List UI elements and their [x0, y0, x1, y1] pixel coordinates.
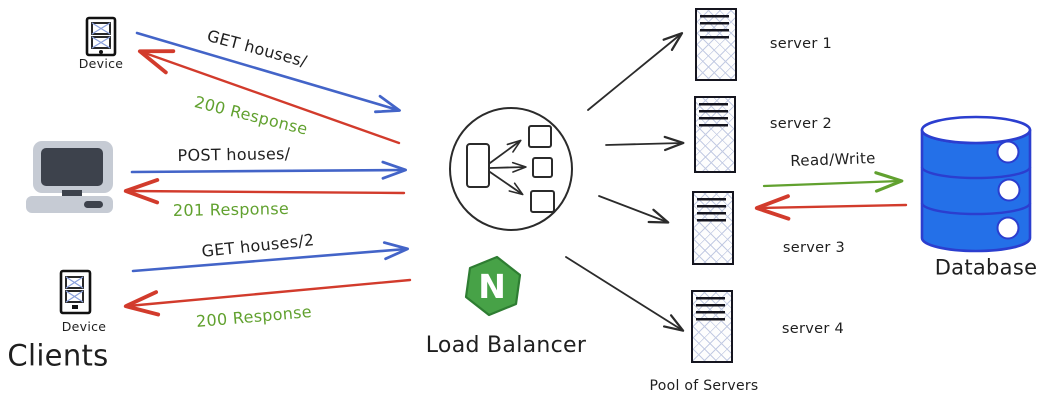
server-vents	[699, 103, 728, 128]
arrow-lb-to-server-1	[587, 32, 684, 111]
arrow-post-houses-request	[130, 160, 408, 180]
server-icon	[691, 290, 733, 363]
arrow-get-houses-2-request	[131, 241, 410, 273]
database-icon	[920, 115, 1032, 253]
load-balancer-label: Load Balancer	[425, 333, 587, 358]
server-icon	[695, 8, 737, 81]
server-1-label: server 1	[769, 35, 833, 52]
arrow-200-response-bottom	[123, 278, 412, 317]
clients-section-label: Clients	[7, 338, 109, 373]
arrow-lb-to-server-3	[598, 195, 670, 224]
nginx-logo-letter: N	[478, 267, 506, 306]
device-icon	[59, 269, 92, 315]
server-4-label: server 4	[781, 320, 845, 337]
server-icon	[694, 96, 736, 173]
device-label-bottom: Device	[61, 318, 107, 334]
device-label-top: Device	[78, 55, 124, 71]
request-label-post-houses: POST houses/	[177, 144, 291, 165]
arrow-201-response	[123, 178, 406, 205]
read-write-label: Read/Write	[790, 149, 876, 170]
server-vents	[700, 15, 729, 40]
arrow-200-response-top	[137, 49, 401, 145]
server-3-label: server 3	[782, 239, 846, 256]
database-label: Database	[934, 255, 1038, 280]
load-balancer-icon	[449, 107, 573, 231]
nginx-logo-icon: N	[464, 255, 522, 317]
server-vents	[697, 198, 726, 223]
arrow-read-write	[762, 171, 904, 193]
arrow-db-response	[754, 194, 908, 221]
arrow-lb-to-server-4	[565, 256, 685, 332]
arrow-lb-to-server-2	[605, 135, 685, 152]
server-vents	[696, 297, 725, 322]
device-icon	[85, 16, 117, 57]
server-icon	[692, 191, 734, 265]
server-2-label: server 2	[769, 115, 833, 132]
response-label-201: 201 Response	[172, 198, 290, 221]
pool-of-servers-label: Pool of Servers	[649, 378, 759, 394]
desktop-computer-icon	[26, 141, 113, 213]
arrow-get-houses-request	[135, 31, 401, 114]
